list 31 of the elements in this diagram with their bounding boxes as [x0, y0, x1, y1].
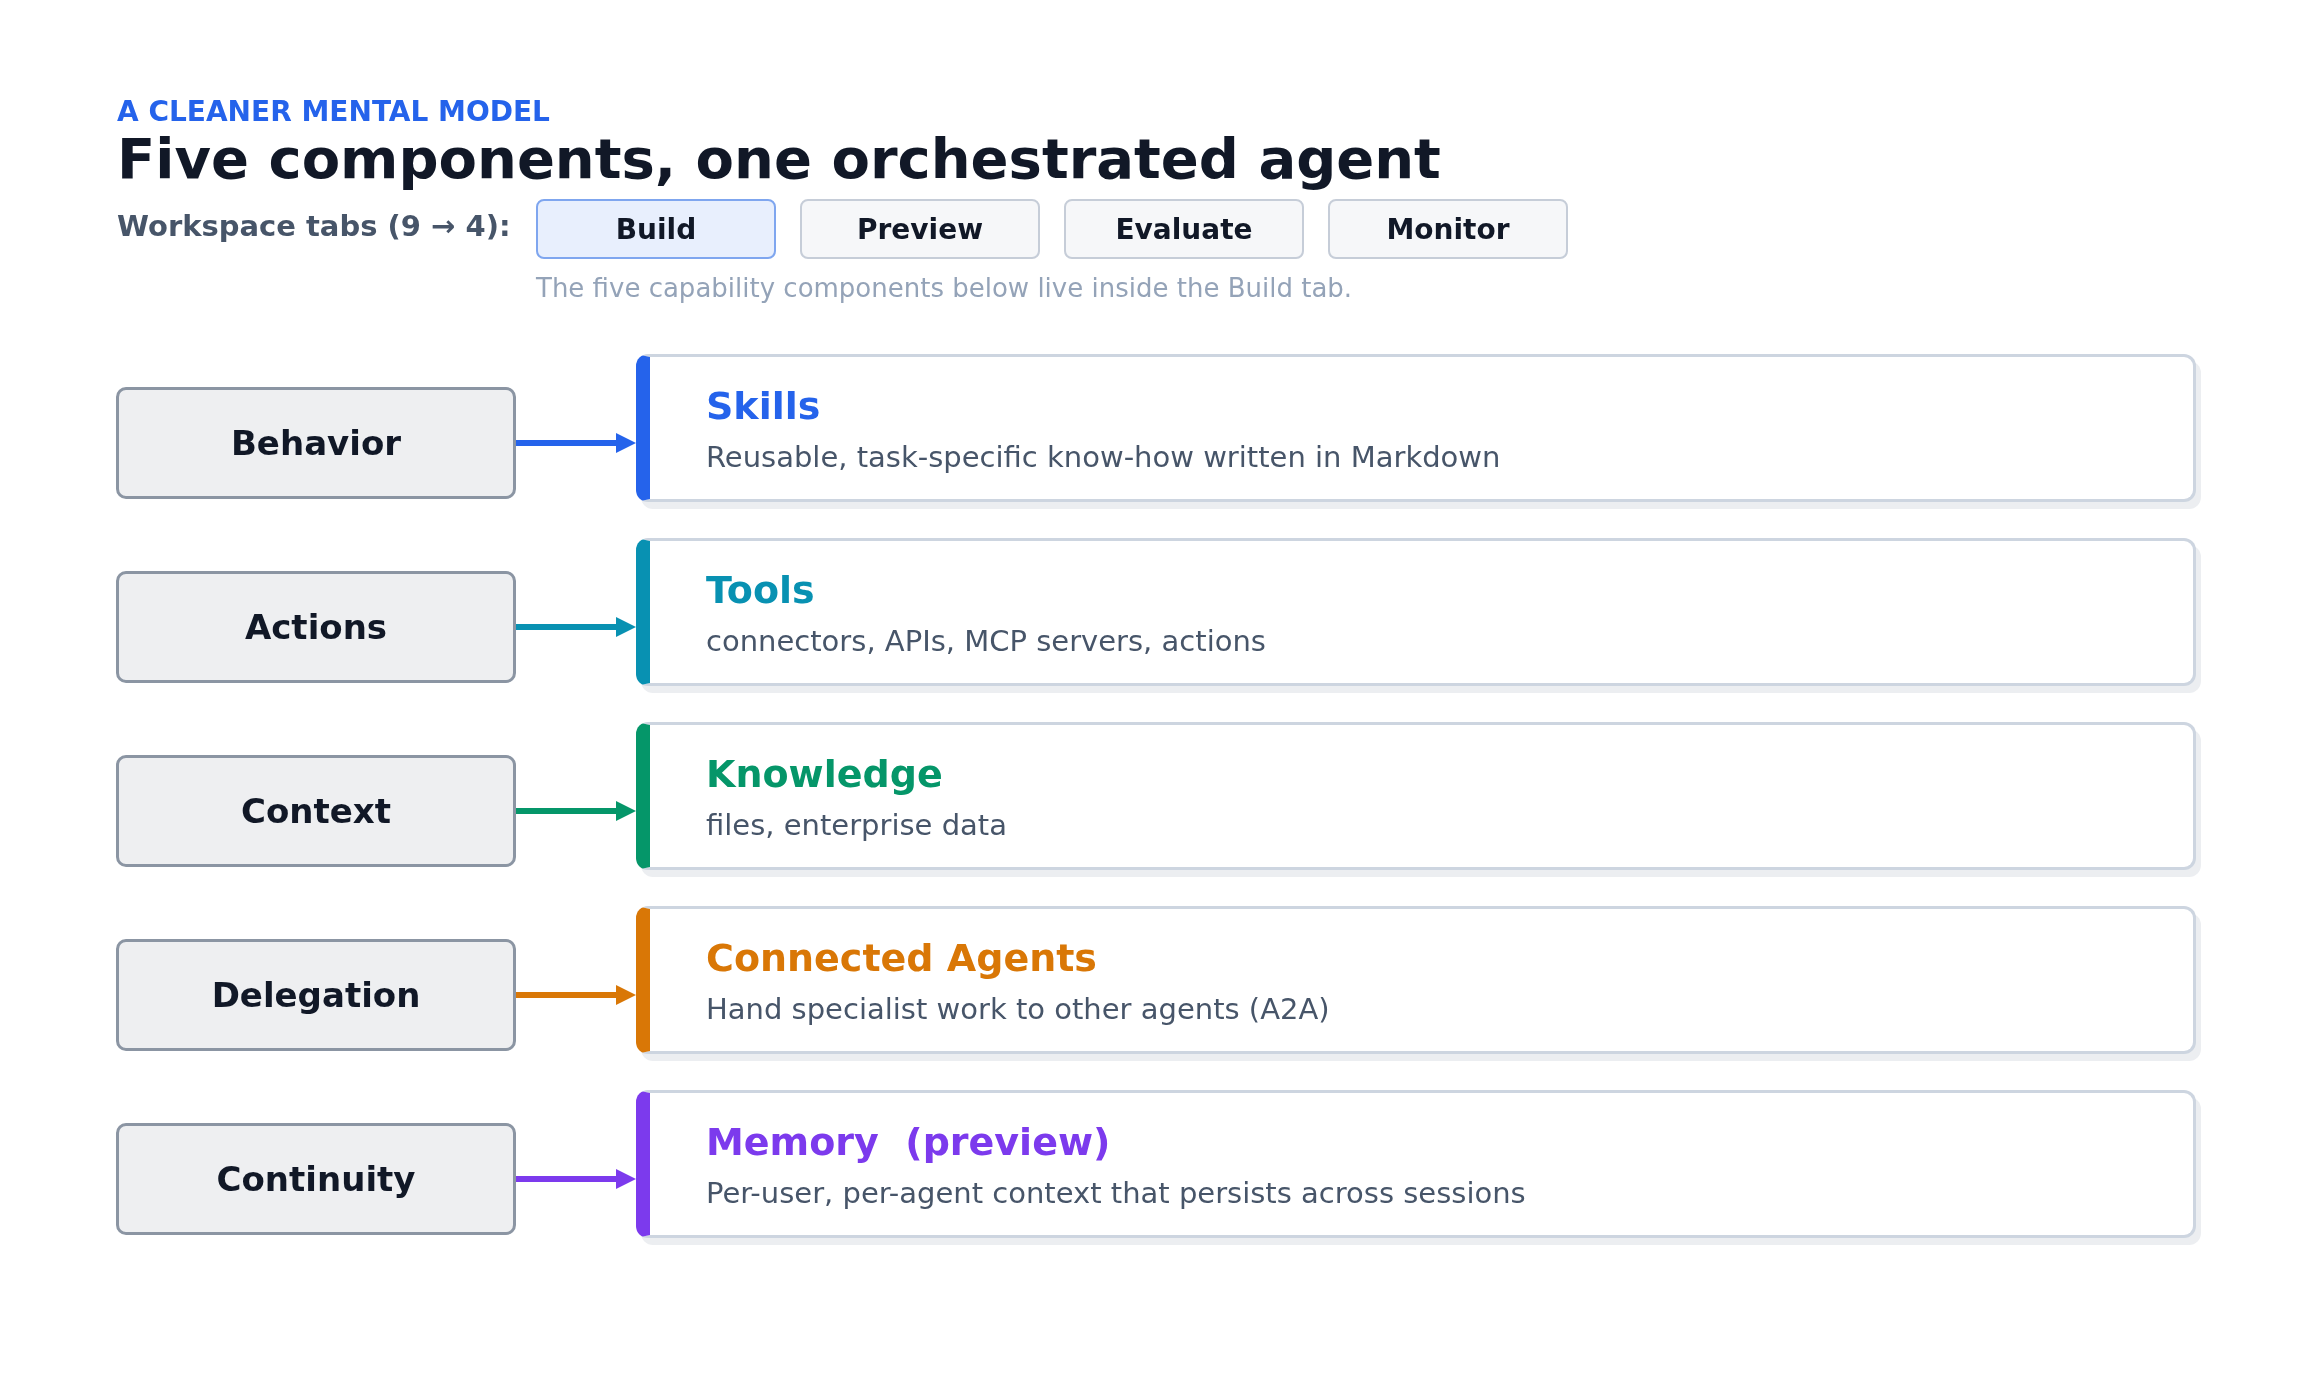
tab: Evaluate: [1064, 199, 1304, 259]
category-box: [116, 1123, 516, 1235]
tab: Preview: [800, 199, 1040, 259]
active-tab: Build: [536, 199, 776, 259]
category-box: [116, 939, 516, 1051]
arrow: [516, 433, 636, 453]
card-heading: Memory (preview): [706, 1120, 1111, 1166]
category-box: [116, 387, 516, 499]
card-description: files, enterprise data: [706, 808, 1007, 843]
card-heading: Knowledge: [706, 752, 943, 798]
arrow: [516, 801, 636, 821]
card-heading: Tools: [706, 568, 815, 614]
tabs-label: Workspace tabs (9 → 4):: [117, 209, 511, 244]
card-description: Reusable, task-specific know-how written in Markdown: [706, 440, 1501, 475]
arrow: [516, 617, 636, 637]
arrow: [516, 1169, 636, 1189]
category-label: Behavior: [230, 422, 402, 464]
category-label: Actions: [244, 606, 388, 648]
card-heading: Connected Agents: [706, 936, 1097, 982]
card-description: Per-user, per-agent context that persists across sessions: [706, 1176, 1526, 1211]
category-box: [116, 755, 516, 867]
note-text: The five capability components below live inside the Build tab.: [536, 273, 1353, 305]
arrow: [516, 985, 636, 1005]
card-description: connectors, APIs, MCP servers, actions: [706, 624, 1266, 659]
category-label: Continuity: [216, 1158, 416, 1200]
category-box: [116, 571, 516, 683]
category-label: Delegation: [211, 974, 421, 1016]
card-description: Hand specialist work to other agents (A2A): [706, 992, 1330, 1027]
card-heading: Skills: [706, 384, 821, 430]
tab: Monitor: [1328, 199, 1568, 259]
category-label: Context: [241, 790, 391, 832]
